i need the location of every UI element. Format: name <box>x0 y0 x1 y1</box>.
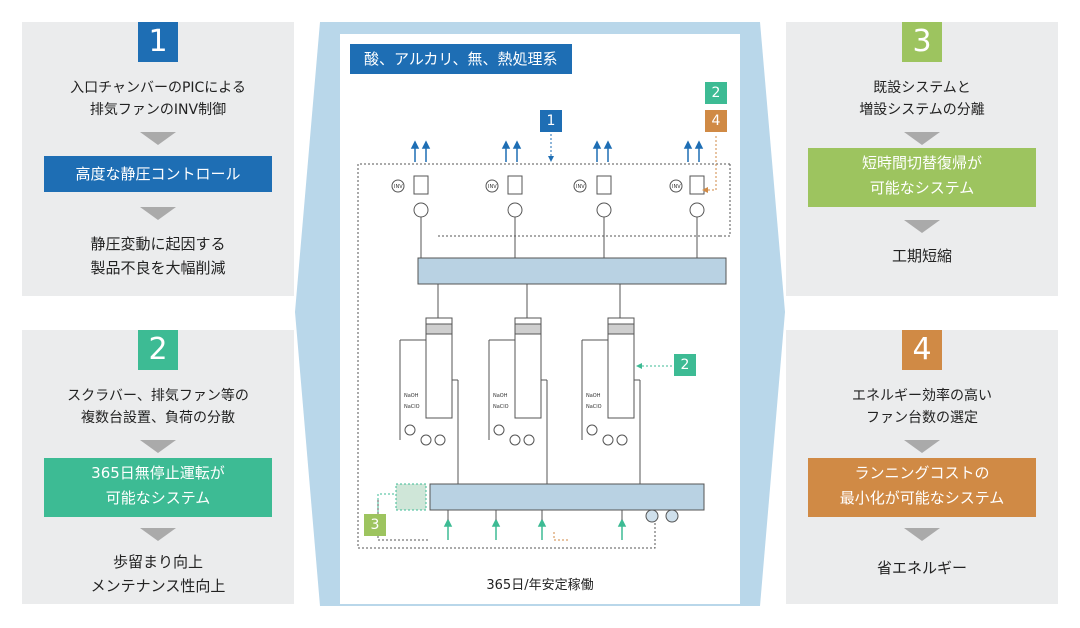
result-line: メンテナンス性向上 <box>90 577 226 595</box>
inlet-arrow <box>491 518 501 540</box>
card-description: 入口チャンバーのPICによる 排気ファンのINV制御 <box>22 77 294 121</box>
fan-unit-4 <box>669 175 705 258</box>
chemical-label: NaClO <box>404 404 420 410</box>
box-line: 可能なシステム <box>869 179 975 197</box>
desc-line: ファン台数の選定 <box>866 410 978 426</box>
control-loop-line <box>357 163 730 549</box>
box-line: 365日無停止運転が <box>91 464 225 482</box>
card-1: 1 入口チャンバーのPICによる 排気ファンのINV制御 高度な静圧コントロール… <box>22 22 294 296</box>
card-result: 静圧変動に起因する 製品不良を大幅削減 <box>22 232 294 280</box>
down-arrow-icon <box>904 528 940 541</box>
card-description: 既設システムと 増設システムの分離 <box>786 77 1058 121</box>
result-line: 工期短縮 <box>891 247 952 265</box>
chemical-label: NaOH <box>586 393 601 399</box>
down-arrow-icon <box>904 220 940 233</box>
down-arrow-icon <box>904 440 940 453</box>
down-arrow-icon <box>140 440 176 453</box>
desc-line: 入口チャンバーのPICによる <box>70 80 246 96</box>
inlet-arrow <box>443 518 453 540</box>
inlet-arrow <box>537 518 547 540</box>
chemical-label: NaOH <box>404 393 419 399</box>
down-arrow-icon <box>140 528 176 541</box>
inv-label: INV <box>394 184 403 190</box>
desc-line: 複数台設置、負荷の分散 <box>81 410 235 426</box>
exhaust-arrows-4 <box>683 140 704 162</box>
box-line: 最小化が可能なシステム <box>839 489 1005 507</box>
upper-duct <box>417 257 727 285</box>
down-arrow-icon <box>140 207 176 220</box>
fan-unit-2 <box>485 175 523 258</box>
fan-unit-1 <box>391 175 429 258</box>
result-line: 省エネルギー <box>876 559 967 577</box>
orange-flow-arrow <box>553 530 568 541</box>
card-highlight-box: 短時間切替復帰が 可能なシステム <box>808 148 1036 207</box>
box-line: 可能なシステム <box>105 489 211 507</box>
card-2: 2 スクラバー、排気ファン等の 複数台設置、負荷の分散 365日無停止運転が 可… <box>22 330 294 604</box>
tag-1: 1 <box>540 110 562 132</box>
callout-3-arrow <box>377 493 396 512</box>
card-result: 工期短縮 <box>786 244 1058 268</box>
gauge-icon <box>665 509 679 523</box>
fan-unit-3 <box>573 175 612 258</box>
result-line: 静圧変動に起因する <box>90 235 226 253</box>
inv-label: INV <box>488 184 497 190</box>
chemical-label: NaClO <box>493 404 509 410</box>
card-highlight-box: ランニングコストの 最小化が可能なシステム <box>808 458 1036 517</box>
exhaust-arrows-3 <box>592 140 613 162</box>
card-description: エネルギー効率の高い ファン台数の選定 <box>786 385 1058 429</box>
chemical-label: NaClO <box>586 404 602 410</box>
down-arrow-icon <box>904 132 940 145</box>
box-line: 短時間切替復帰が <box>861 154 982 172</box>
box-line: 高度な静圧コントロール <box>75 165 241 183</box>
scrubber-1 <box>399 284 459 484</box>
chemical-label: NaOH <box>493 393 508 399</box>
inv-label: INV <box>672 184 681 190</box>
control-loop-line <box>720 164 731 237</box>
result-line: 製品不良を大幅削減 <box>90 259 226 277</box>
card-number: 4 <box>902 330 942 370</box>
desc-line: スクラバー、排気ファン等の <box>67 388 249 404</box>
inv-label: INV <box>576 184 585 190</box>
control-loop-line <box>377 500 430 541</box>
lower-duct <box>429 483 705 511</box>
down-arrow-icon <box>140 132 176 145</box>
exhaust-arrows-1 <box>410 140 431 162</box>
card-number: 1 <box>138 22 178 62</box>
card-4: 4 エネルギー効率の高い ファン台数の選定 ランニングコストの 最小化が可能なシ… <box>786 330 1058 604</box>
card-highlight-box: 365日無停止運転が 可能なシステム <box>44 458 272 517</box>
tag-2: 2 <box>705 82 727 104</box>
exhaust-arrows-2 <box>501 140 522 162</box>
card-result: 歩留まり向上 メンテナンス性向上 <box>22 550 294 598</box>
desc-line: 増設システムの分離 <box>859 102 985 118</box>
desc-line: エネルギー効率の高い <box>852 388 992 404</box>
card-3: 3 既設システムと 増設システムの分離 短時間切替復帰が 可能なシステム 工期短… <box>786 22 1058 296</box>
card-description: スクラバー、排気ファン等の 複数台設置、負荷の分散 <box>22 385 294 429</box>
inlet-arrow <box>617 518 627 540</box>
tag-2-scrubber: 2 <box>674 354 696 376</box>
callout-4-arrow <box>706 136 717 191</box>
tag-4: 4 <box>705 110 727 132</box>
isolation-section <box>395 483 427 511</box>
card-number: 2 <box>138 330 178 370</box>
system-title: 酸、アルカリ、無、熱処理系 <box>350 44 572 74</box>
card-highlight-box: 高度な静圧コントロール <box>44 156 272 192</box>
scrubber-2 <box>488 284 548 484</box>
card-number: 3 <box>902 22 942 62</box>
card-result: 省エネルギー <box>786 556 1058 580</box>
system-caption: 365日/年安定稼働 <box>486 578 594 593</box>
gauge-icon <box>645 509 659 523</box>
result-line: 歩留まり向上 <box>112 553 203 571</box>
desc-line: 排気ファンのINV制御 <box>89 102 227 118</box>
box-line: ランニングコストの <box>854 464 990 482</box>
scrubber-3 <box>581 284 641 484</box>
tag-3: 3 <box>364 514 386 536</box>
desc-line: 既設システムと <box>873 80 971 96</box>
